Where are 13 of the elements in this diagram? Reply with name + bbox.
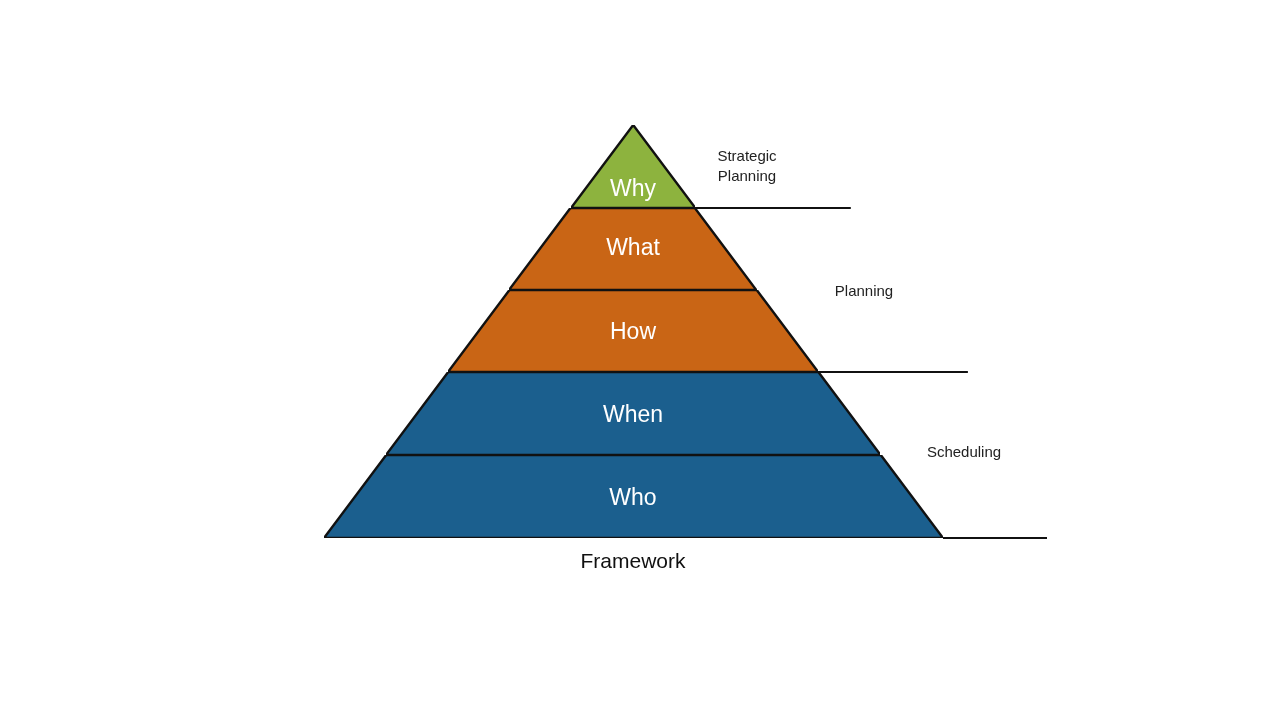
pyramid-tier [509,208,757,290]
tier-label: Who [609,485,657,508]
tier-label: What [606,235,660,259]
pyramid-apex-triangle [570,125,696,208]
pyramid-tier [447,290,819,372]
caption: Framework [580,548,686,574]
zone-label: Planning [834,281,894,301]
tier-label: When [602,402,664,425]
zone-label: Scheduling [926,442,1002,462]
tier-label: How [610,319,656,343]
zone-label: Strategic Planning [717,146,777,185]
pyramid-tier [385,372,881,455]
tier-label: Why [610,176,656,200]
